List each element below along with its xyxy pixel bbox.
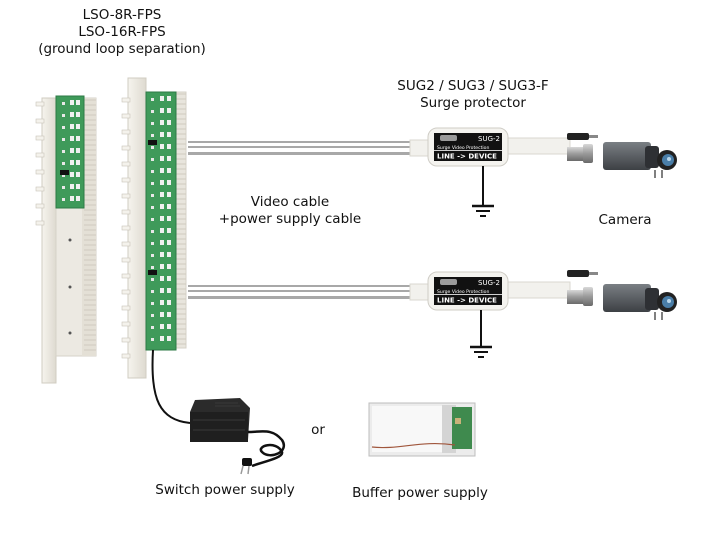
lso-8r-module: [35, 95, 97, 384]
camera-label: Camera: [598, 212, 652, 228]
protector-direction: LINE -> DEVICE: [437, 297, 497, 305]
cable-run-1: [188, 137, 571, 157]
module-label: LSO-8R-FPS LSO-16R-FPS (ground loop sepa…: [22, 7, 222, 58]
logo-icon: [440, 279, 457, 285]
cable-run-2: [188, 281, 571, 301]
module-name-8r: LSO-8R-FPS: [82, 7, 162, 23]
protector-direction: LINE -> DEVICE: [437, 153, 497, 161]
connectors-1: [567, 133, 598, 163]
protector-subtitle: Surge Video Protection: [437, 289, 489, 295]
buffer-psu-label: Buffer power supply: [352, 485, 488, 501]
logo-icon: [440, 135, 457, 141]
protector-models: SUG2 / SUG3 / SUG3-F: [397, 78, 549, 94]
module-name-16r: LSO-16R-FPS: [78, 24, 166, 40]
switch-power-supply: [190, 398, 286, 475]
protector-model: SUG-2: [478, 279, 500, 287]
lso-16r-module: [121, 77, 187, 379]
cable-power: +power supply cable: [218, 211, 362, 227]
ground-symbol-2: [470, 310, 492, 358]
ground-symbol-1: [472, 166, 494, 217]
buffer-power-supply: [368, 402, 476, 457]
bnc-connector-icon: [567, 147, 583, 161]
protector-description: Surge protector: [420, 95, 526, 111]
surge-protector-2: SUG-2 Surge Video Protection LINE -> DEV…: [427, 271, 509, 311]
cable-label: Video cable +power supply cable: [210, 194, 370, 228]
cable-video: Video cable: [250, 194, 330, 210]
surge-protector-1: SUG-2 Surge Video Protection LINE -> DEV…: [427, 127, 509, 167]
dc-plug-icon: [567, 133, 589, 140]
camera-1: [603, 142, 677, 178]
bnc-connector-icon: [567, 290, 583, 304]
camera-2: [603, 284, 677, 320]
protector-subtitle: Surge Video Protection: [437, 145, 489, 151]
module-description: (ground loop separation): [38, 41, 206, 57]
or-label: or: [311, 422, 325, 438]
protector-model: SUG-2: [478, 135, 500, 143]
switch-psu-label: Switch power supply: [155, 482, 295, 498]
protector-label: SUG2 / SUG3 / SUG3-F Surge protector: [378, 78, 568, 112]
dc-plug-icon: [567, 270, 589, 277]
power-lead: [151, 349, 191, 424]
connectors-2: [567, 270, 598, 306]
plug-icon: [242, 458, 252, 466]
